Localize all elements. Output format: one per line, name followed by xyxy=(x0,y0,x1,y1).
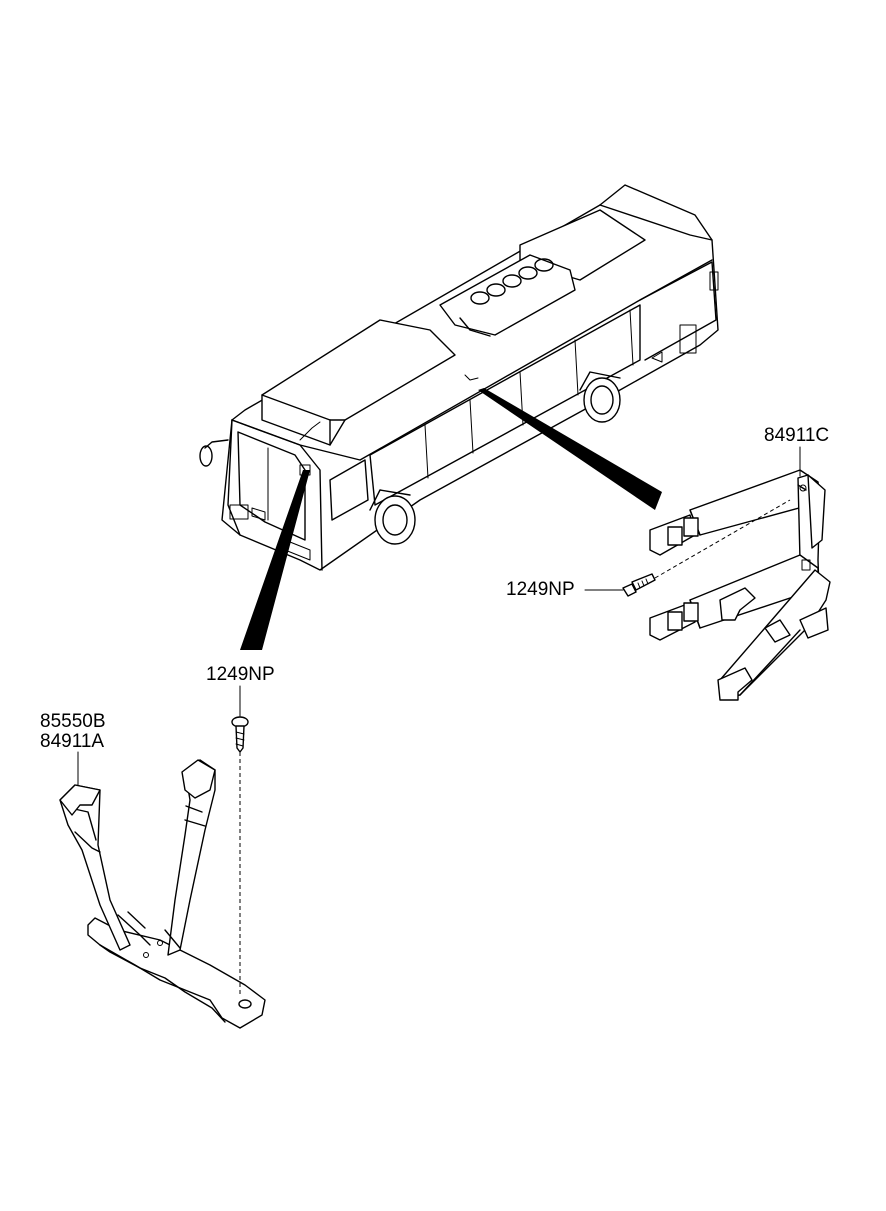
label-rear-bracket: 84911C xyxy=(764,425,830,446)
rear-pointer xyxy=(478,388,662,510)
bus-illustration xyxy=(199,184,719,571)
rear-screw-icon xyxy=(622,573,656,597)
label-front-screw: 1249NP xyxy=(206,664,275,685)
rear-bracket-84911c xyxy=(649,469,831,701)
label-rear-screw: 1249NP xyxy=(506,579,575,600)
rear-screw-guide xyxy=(654,499,791,579)
label-front-bracket-2: 84911A xyxy=(40,731,105,752)
label-front-bracket-1: 85550B xyxy=(40,711,106,732)
front-pointer xyxy=(240,470,310,650)
front-bracket-85550b-84911a xyxy=(59,759,266,1029)
front-screw-icon xyxy=(231,716,249,753)
